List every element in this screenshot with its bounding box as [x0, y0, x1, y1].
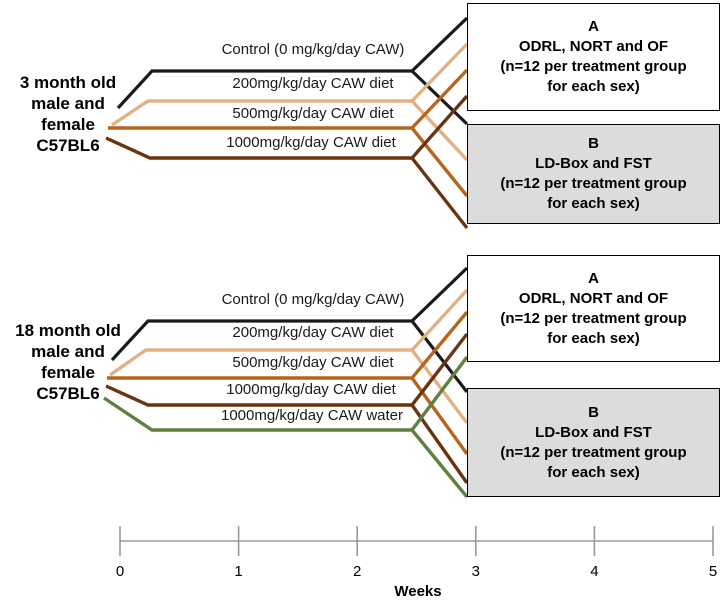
- arm-label-young-1000-diet: 1000mg/kg/day CAW diet: [226, 134, 396, 151]
- outcome-line-2: (n=12 per treatment group: [500, 58, 687, 75]
- arm-line-old-1000-water: [103, 355, 469, 499]
- outcome-line-3: for each sex): [547, 463, 640, 481]
- axis-tick-2: 2: [353, 563, 362, 580]
- axis-tick-3: 3: [471, 563, 480, 580]
- outcome-letter: A: [588, 269, 599, 287]
- outcome-line-2: (n=12 per treatment group: [500, 175, 687, 192]
- arm-label-old-1000-water: 1000mg/kg/day CAW water: [220, 407, 404, 424]
- axis-tick-1: 1: [234, 563, 243, 580]
- arm-label-old-500: 500mg/kg/day CAW diet: [232, 354, 394, 371]
- outcome-box-old-B: B LD-Box and FST (n=12 per treatment gro…: [467, 388, 720, 497]
- axis-tick-5: 5: [708, 563, 718, 580]
- arm-label-young-200: 200mg/kg/day CAW diet: [232, 75, 394, 92]
- outcome-line-1: ODRL, NORT and OF: [518, 38, 669, 55]
- outcome-letter: B: [588, 403, 599, 421]
- arm-label-old-control: Control (0 mg/kg/day CAW): [221, 291, 405, 308]
- outcome-box-young-A: A ODRL, NORT and OF (n=12 per treatment …: [467, 3, 720, 111]
- arm-label-old-1000-diet: 1000mg/kg/day CAW diet: [226, 381, 396, 398]
- arm-label-young-control: Control (0 mg/kg/day CAW): [221, 41, 405, 58]
- axis-tick-4: 4: [590, 563, 599, 580]
- outcome-letter: B: [588, 135, 599, 152]
- cohort-label-old: 18 month old male and female C57BL6: [15, 321, 121, 403]
- outcome-line-2: (n=12 per treatment group: [500, 309, 687, 327]
- outcome-line-3: for each sex): [547, 195, 640, 212]
- weeks-axis: [119, 526, 714, 556]
- outcome-line-2: (n=12 per treatment group: [500, 443, 687, 461]
- arm-label-old-200: 200mg/kg/day CAW diet: [232, 324, 394, 341]
- outcome-box-old-A: A ODRL, NORT and OF (n=12 per treatment …: [467, 255, 720, 362]
- outcome-box-young-B: B LD-Box and FST (n=12 per treatment gro…: [467, 124, 720, 224]
- cohort-label-young: 3 month old male and female C57BL6: [19, 73, 117, 155]
- outcome-letter: A: [588, 18, 599, 35]
- axis-tick-0: 0: [115, 563, 125, 580]
- outcome-line-3: for each sex): [547, 78, 640, 95]
- outcome-line-1: ODRL, NORT and OF: [518, 289, 669, 307]
- outcome-line-3: for each sex): [547, 329, 640, 347]
- arm-label-young-500: 500mg/kg/day CAW diet: [232, 105, 394, 122]
- axis-title-weeks: Weeks: [394, 583, 442, 600]
- outcome-line-1: LD-Box and FST: [535, 423, 652, 441]
- outcome-line-1: LD-Box and FST: [535, 155, 652, 172]
